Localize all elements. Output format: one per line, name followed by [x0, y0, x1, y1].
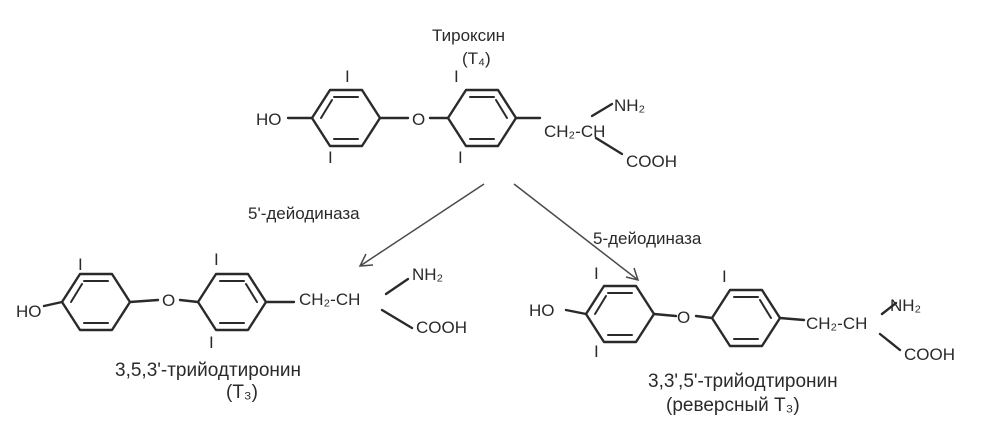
thyroxine-iodine: I [454, 67, 459, 86]
t3-amino-group: NH₂ [412, 265, 443, 284]
enzyme-5prime-deiodinase: 5'-дейодиназа [248, 204, 360, 223]
reverse-t3-ring-b [710, 288, 782, 348]
reverse-t3-ring-a [584, 284, 656, 344]
reverse-t3-iodine: I [594, 264, 599, 283]
thyroxine-molecule: Тироксин (T₄) HO I I I I O CH₂-CH NH₂ CO… [256, 26, 677, 171]
t3-abbr: (T₃) [226, 382, 258, 403]
thyroxine-iodine: I [345, 67, 350, 86]
reverse-t3-side-chain: CH₂-CH [806, 314, 867, 333]
enzyme-5-deiodinase: 5-дейодиназа [593, 229, 702, 248]
t3-name: 3,5,3'-трийодтиронин [115, 360, 301, 381]
reverse-t3-iodine: I [594, 342, 599, 361]
t3-side-chain: CH₂-CH [299, 290, 360, 309]
t3-ring-a [60, 272, 132, 332]
arrow-to-t3: 5'-дейодиназа [248, 183, 485, 267]
thyroxine-ring-b [446, 88, 518, 148]
t3-ring-b [196, 272, 268, 332]
thyroxine-abbr: (T₄) [462, 49, 491, 68]
thyroxine-oxygen: O [412, 110, 425, 129]
reverse-t3-abbr: (реверсный T₃) [666, 395, 800, 416]
thyroxine-amino-group: NH₂ [614, 96, 645, 115]
reverse-t3-molecule: HO I I I O CH₂-CH NH₂ COOH 3,3',5'-трийо… [529, 264, 955, 416]
thyroxine-ho: HO [256, 110, 282, 129]
t3-oxygen: O [162, 291, 175, 310]
reverse-t3-ho: HO [529, 301, 555, 320]
reverse-t3-carboxyl-group: COOH [904, 345, 955, 364]
reverse-t3-iodine: I [722, 267, 727, 286]
reverse-t3-oxygen: O [677, 308, 690, 327]
thyroxine-iodine: I [328, 148, 333, 167]
thyroxine-name: Тироксин [432, 26, 505, 45]
thyroxine-carboxyl-group: COOH [626, 152, 677, 171]
thyroxine-ring-a [310, 88, 382, 148]
thyroxine-iodine: I [458, 148, 463, 167]
arrow-to-reverse-t3: 5-дейодиназа [513, 183, 702, 282]
reverse-t3-name: 3,3',5'-трийодтиронин [648, 371, 838, 392]
t3-molecule: HO I I I O CH₂-CH NH₂ COOH 3,5,3'-трийод… [16, 250, 467, 403]
t3-iodine: I [209, 333, 214, 352]
t3-iodine: I [214, 250, 219, 269]
t3-iodine: I [78, 255, 83, 274]
thyroxine-side-chain: CH₂-CH [544, 122, 605, 141]
t3-carboxyl-group: COOH [416, 318, 467, 337]
t3-ho: HO [16, 302, 42, 321]
reverse-t3-amino-group: NH₂ [890, 296, 921, 315]
